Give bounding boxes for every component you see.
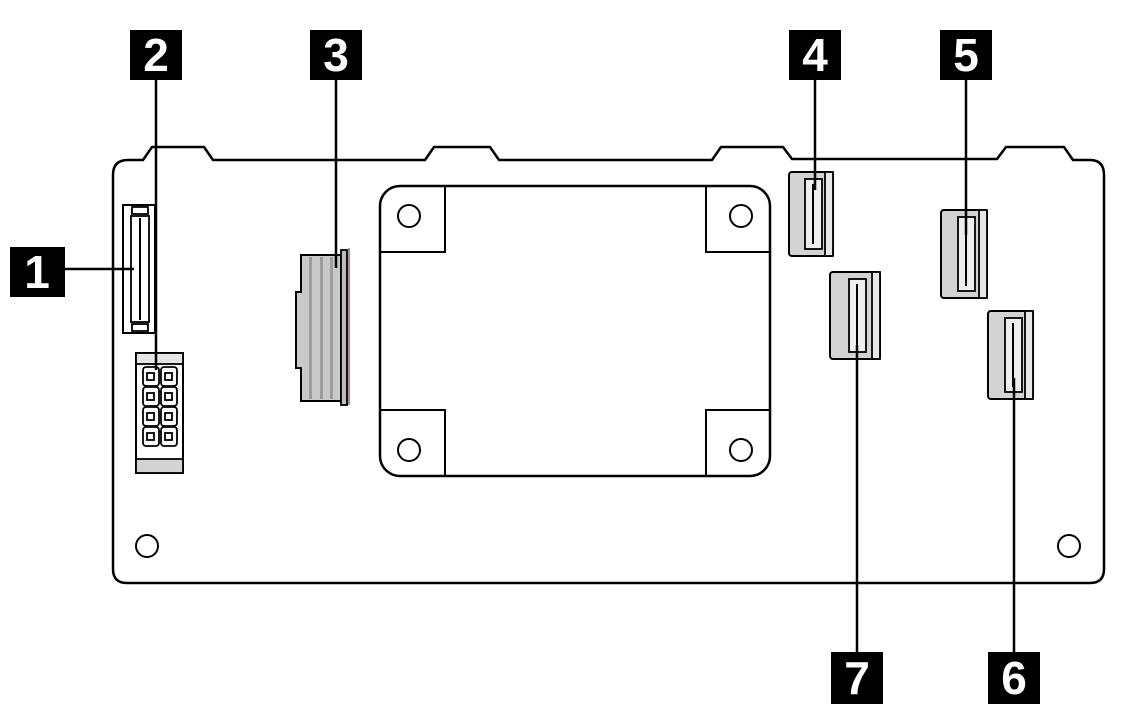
- central-module: [378, 184, 772, 478]
- module-screw-hole: [397, 438, 421, 462]
- callout-label: 1: [24, 246, 50, 298]
- callout-5: 5: [940, 29, 992, 81]
- connector-2: [135, 352, 184, 474]
- connector-5: [940, 209, 988, 299]
- callout-label: 5: [953, 29, 979, 81]
- mounting-hole-right: [1057, 534, 1081, 558]
- callout-7: 7: [831, 652, 883, 704]
- callout-label: 2: [143, 29, 169, 81]
- callout-label: 3: [323, 29, 349, 81]
- power-pins: [142, 366, 178, 447]
- connector-4: [788, 171, 834, 257]
- callout-4: 4: [789, 29, 841, 81]
- callout-2: 2: [130, 29, 182, 81]
- connector-7: [829, 271, 881, 360]
- module-screw-hole: [729, 438, 753, 462]
- callout-3: 3: [310, 29, 362, 81]
- callout-label: 4: [802, 29, 828, 81]
- connector-6: [987, 310, 1034, 400]
- callout-6: 6: [988, 652, 1040, 704]
- module-screw-hole: [397, 204, 421, 228]
- module-screw-hole: [729, 204, 753, 228]
- connector-3: [295, 248, 350, 406]
- callout-1: 1: [10, 246, 65, 298]
- callout-label: 6: [1001, 652, 1027, 704]
- mounting-hole-left: [135, 534, 159, 558]
- callout-label: 7: [844, 652, 870, 704]
